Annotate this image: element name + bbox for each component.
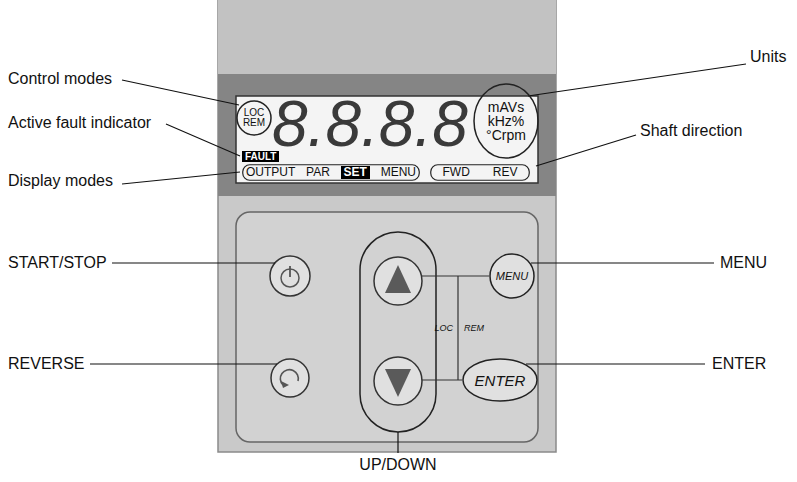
- node-shape: [243, 165, 420, 181]
- callout-label: UP/DOWN: [359, 456, 436, 474]
- node-text: mAVs: [488, 100, 524, 114]
- callout-label: Active fault indicator: [8, 114, 151, 132]
- node-text: FWD: [442, 166, 469, 179]
- node-shape: [490, 254, 534, 298]
- node-shape: [474, 84, 538, 158]
- callout-label: START/STOP: [8, 254, 107, 272]
- fault-indicator: FAULT: [242, 151, 279, 162]
- leader-line: [536, 135, 636, 166]
- leader-line: [90, 363, 277, 364]
- leader-line: [122, 80, 239, 105]
- key-mode-label: LOC: [434, 323, 453, 333]
- reverse-button: [271, 359, 309, 397]
- callout-label: Display modes: [8, 172, 113, 190]
- keypad-frame: [236, 212, 538, 442]
- node-text: LOC: [244, 108, 265, 118]
- node-text: OUTPUT: [246, 166, 295, 179]
- up-down-outline: [360, 232, 436, 432]
- panel-top: [218, 0, 556, 74]
- up-arrow: [385, 265, 411, 293]
- display-bezel: [218, 74, 556, 196]
- callout-label: ENTER: [712, 355, 766, 373]
- leader-line: [397, 432, 398, 453]
- down-arrow: [385, 369, 411, 397]
- display-mode-band: OUTPUT PAR SET MENU: [242, 164, 420, 181]
- node-text: REV: [493, 166, 518, 179]
- seven-segment-digits: 8.8.8.8: [272, 92, 468, 156]
- node-text: kHz%: [488, 114, 525, 128]
- callout-label: Shaft direction: [640, 122, 742, 140]
- key-line: [422, 379, 462, 380]
- leader-line: [528, 64, 746, 96]
- panel-housing: [218, 0, 556, 452]
- node-content: ENTER: [462, 358, 538, 402]
- node-shape: [463, 359, 537, 401]
- node-content: MENU: [489, 253, 535, 299]
- up-button: [374, 257, 422, 305]
- callout-label: REVERSE: [8, 355, 84, 373]
- enter-button: ENTER: [462, 358, 538, 402]
- node-text: MENU: [496, 271, 528, 282]
- leader-line: [526, 363, 705, 364]
- leader-line: [122, 172, 240, 184]
- node-text: REM: [243, 118, 265, 128]
- node-content: FWD REV: [430, 164, 530, 181]
- reverse-arrowhead: [281, 381, 289, 388]
- node-content: OUTPUT PAR SET MENU: [242, 164, 420, 181]
- node-text: SET: [341, 166, 370, 179]
- node-text: PAR: [306, 166, 330, 179]
- leader-line: [112, 262, 275, 263]
- units-indicator: mAVskHz%°Crpm: [473, 83, 539, 159]
- callout-label: Units: [750, 48, 786, 66]
- node-text: MENU: [381, 166, 416, 179]
- leader-lines: [90, 64, 746, 453]
- node-shape: [431, 165, 530, 181]
- start-stop-button: [270, 256, 310, 296]
- control-mode-indicator: LOCREM: [236, 100, 272, 136]
- key-mode-label: REM: [464, 323, 484, 333]
- node-text: °Crpm: [486, 128, 526, 142]
- key-line: [457, 276, 458, 380]
- node-content: mAVskHz%°Crpm: [473, 83, 539, 159]
- leader-line: [166, 124, 240, 156]
- callout-label: MENU: [720, 254, 767, 272]
- start-stop-symbol: [289, 266, 291, 277]
- shaft-direction-band: FWD REV: [430, 164, 530, 181]
- node-text: ENTER: [475, 373, 526, 388]
- down-button: [374, 357, 422, 405]
- node-shape: [237, 101, 271, 135]
- callout-label: Control modes: [8, 70, 112, 88]
- key-line: [422, 275, 489, 276]
- menu-button: MENU: [489, 253, 535, 299]
- leader-line: [531, 262, 714, 263]
- node-content: LOCREM: [236, 100, 272, 136]
